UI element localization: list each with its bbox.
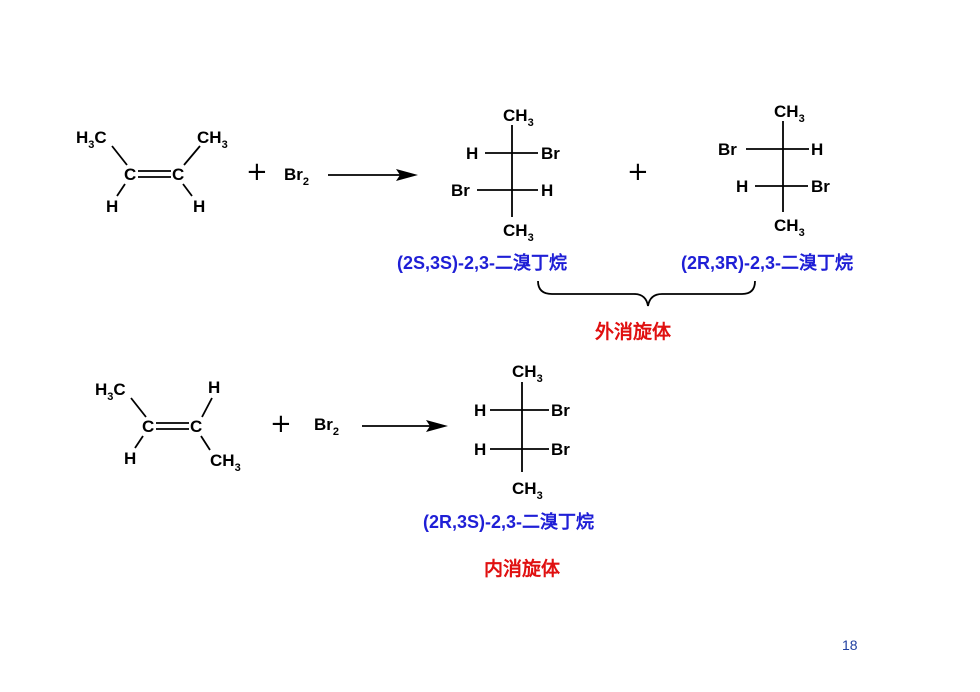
- hydrogen-left: H: [106, 197, 118, 216]
- h3c-label: H3C: [95, 380, 126, 403]
- page-number: 18: [842, 637, 858, 653]
- row2-right: H: [541, 181, 553, 200]
- row1-left: H: [466, 144, 478, 163]
- bond: [201, 397, 213, 418]
- row1-left: H: [474, 401, 486, 420]
- bottom-ch3: CH3: [503, 221, 534, 244]
- hydrogen-bottom: H: [124, 449, 136, 468]
- carbon-left: C: [142, 417, 154, 436]
- row2-right: Br: [551, 440, 570, 459]
- cis-2-butene-structure: H3C H C C H CH3: [95, 378, 241, 474]
- fischer-projection-2r3s: CH3 H Br H Br CH3: [474, 362, 570, 502]
- bond: [183, 145, 201, 166]
- reaction1: H3C CH3 C C H H + Br2 CH3 H Br Br: [76, 102, 853, 343]
- row1-right: H: [811, 140, 823, 159]
- reaction-arrow: [362, 420, 448, 432]
- meso-label: 内消旋体: [484, 557, 561, 580]
- bond: [134, 435, 144, 449]
- trans-2-butene-structure: H3C CH3 C C H H: [76, 128, 228, 216]
- carbon-right: C: [190, 417, 202, 436]
- hydrogen-right: H: [193, 197, 205, 216]
- fischer-projection-2s3s: CH3 H Br Br H CH3: [451, 106, 560, 244]
- bond: [116, 183, 126, 197]
- top-ch3: CH3: [512, 362, 543, 385]
- reaction2: H3C H C C H CH3 + Br2 CH3 H Br H: [95, 362, 594, 580]
- top-ch3: CH3: [774, 102, 805, 125]
- row1-right: Br: [541, 144, 560, 163]
- bromine-reagent: Br2: [314, 415, 339, 438]
- row1-left: Br: [718, 140, 737, 159]
- bond: [182, 183, 193, 197]
- ch3-label: CH3: [197, 128, 228, 151]
- reaction-arrow: [328, 169, 418, 181]
- carbon-left: C: [124, 165, 136, 184]
- hydrogen-top: H: [208, 378, 220, 397]
- row2-left: H: [736, 177, 748, 196]
- ch3-label: CH3: [210, 451, 241, 474]
- bottom-ch3: CH3: [774, 216, 805, 239]
- bond: [111, 145, 128, 166]
- bottom-ch3: CH3: [512, 479, 543, 502]
- h3c-label: H3C: [76, 128, 107, 151]
- row2-left: Br: [451, 181, 470, 200]
- compound-name-2r3s: (2R,3S)-2,3-二溴丁烷: [423, 511, 594, 532]
- bond: [130, 397, 147, 418]
- row2-right: Br: [811, 177, 830, 196]
- compound-name-2r3r: (2R,3R)-2,3-二溴丁烷: [681, 252, 853, 273]
- bond: [200, 435, 211, 451]
- compound-name-2s3s: (2S,3S)-2,3-二溴丁烷: [397, 252, 567, 273]
- bromine-reagent: Br2: [284, 165, 309, 188]
- plus-sign: +: [246, 157, 268, 187]
- plus-sign: +: [270, 409, 292, 439]
- grouping-brace: [537, 280, 756, 307]
- carbon-right: C: [172, 165, 184, 184]
- row2-left: H: [474, 440, 486, 459]
- plus-sign-products: +: [627, 157, 649, 187]
- top-ch3: CH3: [503, 106, 534, 129]
- row1-right: Br: [551, 401, 570, 420]
- racemate-label: 外消旋体: [595, 320, 672, 343]
- fischer-projection-2r3r: CH3 Br H H Br CH3: [718, 102, 830, 239]
